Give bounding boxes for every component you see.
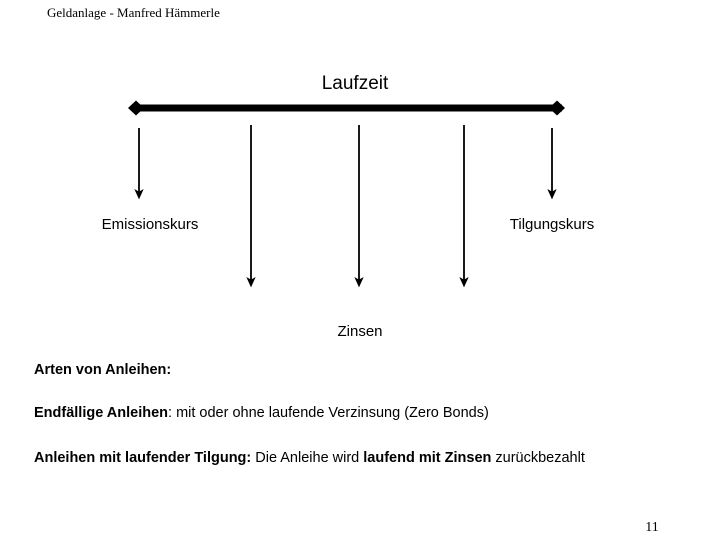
body-item-endfaellige-lead: Endfällige Anleihen — [34, 405, 169, 421]
body-item-laufende-tilgung-emphasis: laufend mit Zinsen — [363, 450, 492, 466]
timeline-endpoint-left-diamond — [128, 100, 144, 116]
page-number: 11 — [645, 520, 659, 535]
body-item-laufende-tilgung: Anleihen mit laufender Tilgung: Die Anle… — [34, 448, 585, 468]
diagram-title: Laufzeit — [0, 72, 720, 96]
slide-header-title: Geldanlage - Manfred Hämmerle — [47, 5, 220, 20]
body-heading: Arten von Anleihen: — [34, 360, 171, 380]
body-item-laufende-tilgung-rest-1: Die Anleihe wird — [251, 450, 364, 466]
label-tilgungskurs: Tilgungskurs — [509, 216, 595, 233]
body-item-laufende-tilgung-lead: Anleihen mit laufender Tilgung: — [34, 450, 252, 466]
timeline-endpoint-right-diamond — [549, 100, 565, 116]
body-item-endfaellige: Endfällige Anleihen: mit oder ohne laufe… — [34, 403, 489, 423]
body-item-laufende-tilgung-rest-2: zurückbezahlt — [491, 450, 585, 466]
body-item-endfaellige-rest: : mit oder ohne laufende Verzinsung (Zer… — [168, 405, 489, 421]
label-zinsen: Zinsen — [337, 323, 383, 340]
diagram-title-text: Laufzeit — [321, 73, 389, 94]
label-emissionskurs: Emissionskurs — [101, 216, 199, 233]
body-heading-text: Arten von Anleihen: — [34, 362, 172, 378]
